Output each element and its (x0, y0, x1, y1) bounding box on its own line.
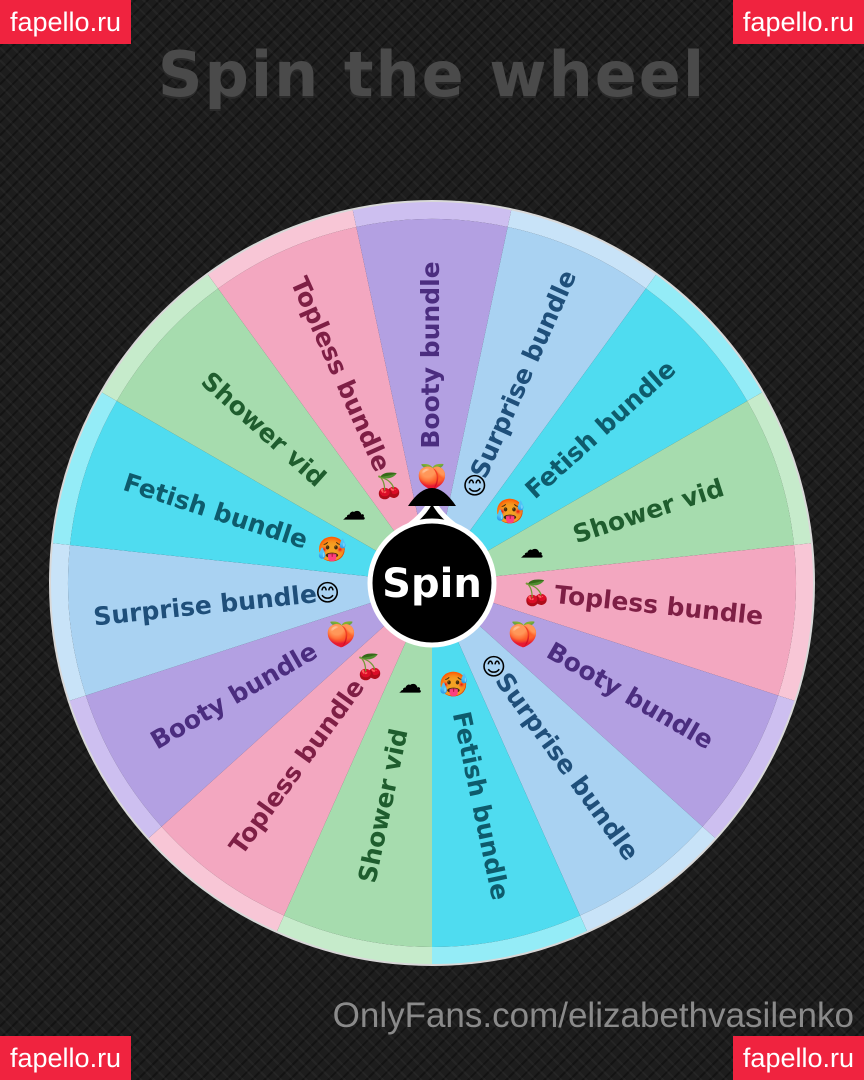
segment-rim (68, 695, 162, 839)
wheel-segment: Surprise bundle😊 (50, 543, 375, 702)
segment-rim (747, 392, 812, 545)
blushing-face-icon: 😊 (315, 579, 340, 607)
wheel-segment: Fetish bundle🥵 (432, 637, 588, 965)
cherries-icon: 🍒 (374, 472, 404, 500)
segment-fill (283, 637, 432, 947)
segment-rim (148, 826, 284, 932)
segment-rim (207, 209, 357, 289)
segment-fill (444, 226, 646, 535)
segment-rim (101, 273, 219, 401)
segment-fill (356, 219, 508, 525)
watermark-bottom-right: fapello.ru (732, 1036, 864, 1080)
watermark-bottom-left: fapello.ru (0, 1036, 132, 1080)
segment-fill (69, 401, 381, 577)
peach-icon: 🍑 (326, 621, 356, 649)
wheel-outline (49, 200, 815, 966)
segment-fill (483, 401, 795, 577)
segment-rim (432, 915, 588, 965)
segment-fill (476, 601, 779, 827)
wheel-segment: Booty bundle🍑 (68, 601, 388, 839)
blushing-face-icon: 😊 (462, 472, 487, 500)
steam-cloud-icon: ☁ (398, 671, 422, 699)
peach-icon: 🍑 (417, 463, 447, 491)
hot-face-icon: 🥵 (317, 536, 347, 564)
segment-rim (276, 915, 432, 965)
segment-rim (507, 209, 657, 289)
spin-button-label[interactable]: Spin (382, 561, 482, 607)
watermark-top-right: fapello.ru (732, 0, 864, 44)
peach-icon: 🍑 (508, 621, 538, 649)
segment-fill (67, 544, 375, 696)
footer-url: OnlyFans.com/elizabethvasilenko (332, 996, 854, 1035)
segment-fill (85, 601, 388, 827)
segment-rim (52, 392, 117, 545)
segment-rim (580, 826, 716, 932)
wheel-segment: Booty bundle 🍑 (352, 201, 512, 525)
page-title: Spin the wheel (157, 38, 707, 111)
segment-rim (352, 201, 512, 227)
spin-button[interactable]: Spin (367, 488, 497, 648)
watermark-top-left: fapello.ru (0, 0, 132, 44)
segment-fill (432, 637, 581, 947)
steam-cloud-icon: ☁ (520, 536, 544, 564)
blushing-face-icon: 😊 (481, 653, 506, 681)
segment-fill (218, 226, 420, 535)
segment-label: Booty bundle (416, 261, 445, 448)
pointer-fill (408, 488, 456, 506)
segment-fill (489, 544, 797, 696)
steam-cloud-icon: ☁ (342, 498, 366, 526)
wheel-segment: Shower vid☁ (276, 637, 432, 965)
hot-face-icon: 🥵 (495, 498, 525, 526)
wheel-segments[interactable]: Topless bundle🍒Booty bundle🍑Surprise bun… (49, 200, 815, 966)
wheel-segment: Booty bundle🍑 (476, 601, 796, 839)
segment-fill (467, 288, 748, 553)
segment-rim (702, 695, 796, 839)
spin-hub-circle (367, 518, 497, 648)
wheel-segment: Fetish bundle🥵 (52, 392, 381, 577)
cherries-icon: 🍒 (521, 579, 551, 607)
segment-fill (161, 623, 408, 916)
segment-fill (116, 288, 397, 553)
segment-rim (645, 273, 763, 401)
segment-fill (456, 623, 703, 916)
cherries-icon: 🍒 (355, 653, 385, 681)
wheel-segment: Surprise bundle😊 (444, 209, 657, 535)
hot-face-icon: 🥵 (439, 671, 469, 699)
